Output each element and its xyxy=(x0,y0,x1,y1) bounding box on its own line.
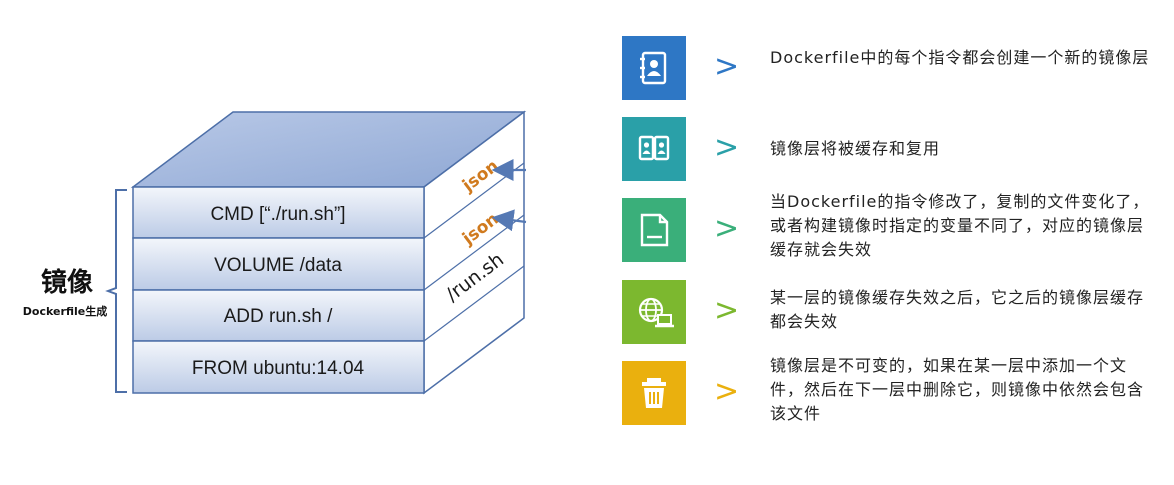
globe-laptop-icon xyxy=(622,280,686,344)
layer-label: VOLUME /data xyxy=(214,255,342,276)
arrow-left-icon xyxy=(491,209,527,232)
contacts-book-icon xyxy=(622,36,686,100)
feature-text: 当Dockerfile的指令修改了，复制的文件变化了，或者构建镜像时指定的变量不… xyxy=(770,192,1150,259)
feature-item-cascade: > 某一层的镜像缓存失效之后，它之后的镜像层缓存都会失效 xyxy=(622,280,1162,346)
layer-label: ADD run.sh / xyxy=(224,306,333,327)
feature-text: Dockerfile中的每个指令都会创建一个新的镜像层 xyxy=(770,48,1150,67)
feature-text: 某一层的镜像缓存失效之后，它之后的镜像层缓存都会失效 xyxy=(770,288,1145,331)
layer-label: FROM ubuntu:14.04 xyxy=(192,358,365,379)
layer-volume: VOLUME /data xyxy=(132,237,425,291)
chevron-right-icon: > xyxy=(714,374,740,409)
layer-cmd: CMD [“./run.sh”] xyxy=(132,186,425,239)
image-subtitle: Dockerfile生成 xyxy=(22,305,108,318)
two-profiles-icon xyxy=(622,117,686,181)
trash-icon xyxy=(622,361,686,425)
chevron-right-icon: > xyxy=(714,293,740,328)
chevron-right-icon: > xyxy=(714,130,740,165)
feature-item-cache-reuse: > 镜像层将被缓存和复用 xyxy=(622,117,1162,183)
feature-item-new-layer: > Dockerfile中的每个指令都会创建一个新的镜像层 xyxy=(622,36,1162,102)
feature-item-cache-invalidate: > 当Dockerfile的指令修改了，复制的文件变化了，或者构建镜像时指定的变… xyxy=(622,192,1162,264)
image-layer-stack: CMD [“./run.sh”] VOLUME /data ADD run.sh… xyxy=(105,110,527,395)
feature-item-immutable: > 镜像层是不可变的，如果在某一层中添加一个文件，然后在下一层中删除它，则镜像中… xyxy=(622,356,1162,427)
image-title: 镜像 xyxy=(40,268,93,298)
chevron-right-icon: > xyxy=(714,49,740,84)
feature-text: 镜像层将被缓存和复用 xyxy=(770,139,941,158)
layer-add: ADD run.sh / xyxy=(132,289,425,342)
layer-from: FROM ubuntu:14.04 xyxy=(132,340,425,394)
chevron-right-icon: > xyxy=(714,211,740,246)
left-brace xyxy=(105,189,127,393)
document-icon xyxy=(622,198,686,262)
layer-label: CMD [“./run.sh”] xyxy=(210,204,345,225)
feature-text: 镜像层是不可变的，如果在某一层中添加一个文件，然后在下一层中删除它，则镜像中依然… xyxy=(770,356,1145,423)
